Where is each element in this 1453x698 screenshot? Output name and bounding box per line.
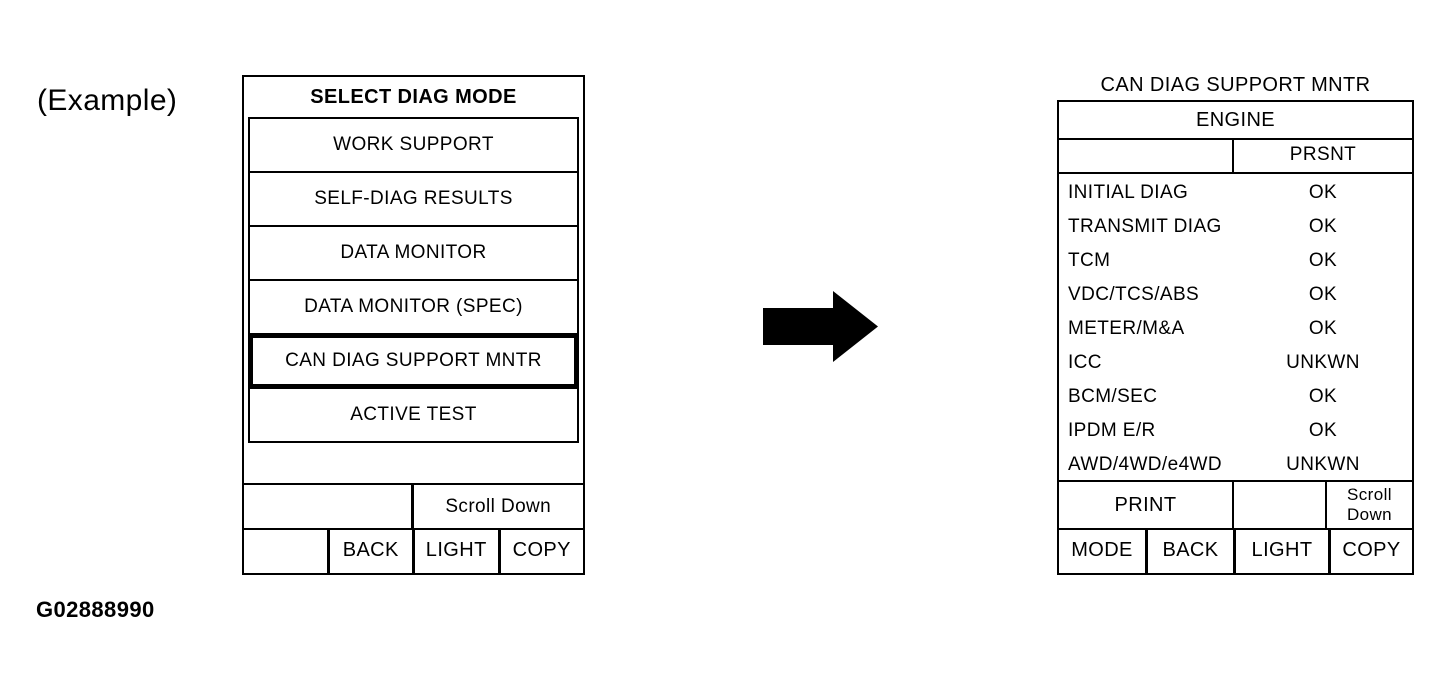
left-softkey-blank: [244, 530, 327, 573]
menu-item-work-support[interactable]: WORK SUPPORT: [248, 117, 579, 173]
menu-item-data-monitor-spec[interactable]: DATA MONITOR (SPEC): [248, 279, 579, 335]
monitor-row-meter-ma: METER/M&A OK: [1059, 312, 1412, 346]
monitor-item-status: UNKWN: [1286, 454, 1360, 475]
monitor-item-status: OK: [1308, 216, 1338, 237]
monitor-item-label: BCM/SEC: [1068, 386, 1158, 407]
left-scroll-row: Scroll Down: [244, 483, 583, 530]
right-screen-title: CAN DIAG SUPPORT MNTR: [1100, 74, 1371, 96]
monitor-item-status: OK: [1308, 284, 1338, 305]
menu-item-data-monitor[interactable]: DATA MONITOR: [248, 225, 579, 281]
menu-item-self-diag-results[interactable]: SELF-DIAG RESULTS: [248, 171, 579, 227]
monitor-row-tcm: TCM OK: [1059, 244, 1412, 278]
monitor-table: INITIAL DIAG OK TRANSMIT DIAG OK TCM OK …: [1059, 174, 1412, 482]
right-scroll-down-button[interactable]: Scroll Down: [1346, 485, 1393, 524]
example-label: (Example): [37, 84, 178, 117]
monitor-row-vdc-tcs-abs: VDC/TCS/ABS OK: [1059, 278, 1412, 312]
left-copy-button[interactable]: COPY: [497, 530, 584, 573]
print-button[interactable]: PRINT: [1059, 482, 1234, 530]
monitor-item-status: OK: [1308, 420, 1338, 441]
right-back-button[interactable]: BACK: [1145, 530, 1233, 573]
left-light-button[interactable]: LIGHT: [412, 530, 498, 573]
monitor-item-label: INITIAL DIAG: [1068, 182, 1189, 203]
monitor-item-status: OK: [1308, 386, 1338, 407]
diag-mode-menu: WORK SUPPORT SELF-DIAG RESULTS DATA MONI…: [248, 117, 579, 443]
monitor-row-transmit-diag: TRANSMIT DIAG OK: [1059, 210, 1412, 244]
right-print-blank-cell: [1234, 482, 1327, 530]
monitor-item-status: OK: [1308, 250, 1338, 271]
monitor-item-label: ICC: [1068, 352, 1102, 373]
monitor-item-status: UNKWN: [1286, 352, 1360, 373]
right-copy-button[interactable]: COPY: [1328, 530, 1412, 573]
column-header-row: PRSNT: [1059, 140, 1412, 174]
right-softkey-row: MODE BACK LIGHT COPY: [1059, 528, 1412, 573]
can-diag-support-mntr-screen: ENGINE PRSNT INITIAL DIAG OK TRANSMIT DI…: [1057, 100, 1414, 575]
left-scroll-down-button[interactable]: Scroll Down: [445, 496, 552, 517]
monitor-row-icc: ICC UNKWN: [1059, 346, 1412, 380]
system-header: ENGINE: [1059, 102, 1412, 140]
select-diag-mode-screen: SELECT DIAG MODE WORK SUPPORT SELF-DIAG …: [242, 75, 585, 575]
monitor-row-bcm-sec: BCM/SEC OK: [1059, 380, 1412, 414]
column-header-blank-cell: [1059, 140, 1234, 172]
monitor-item-label: TCM: [1068, 250, 1111, 271]
left-back-button[interactable]: BACK: [326, 530, 413, 573]
monitor-row-awd-4wd-e4wd: AWD/4WD/e4WD UNKWN: [1059, 448, 1412, 482]
left-softkey-row: BACK LIGHT COPY: [244, 528, 583, 573]
monitor-item-label: METER/M&A: [1068, 318, 1185, 339]
left-scroll-blank-cell: [244, 485, 414, 530]
monitor-item-label: IPDM E/R: [1068, 420, 1156, 441]
monitor-item-label: VDC/TCS/ABS: [1068, 284, 1200, 305]
column-header-prsnt: PRSNT: [1289, 144, 1357, 165]
menu-item-can-diag-support-mntr[interactable]: CAN DIAG SUPPORT MNTR: [248, 333, 579, 389]
right-print-row: PRINT Scroll Down: [1059, 480, 1412, 530]
right-light-button[interactable]: LIGHT: [1233, 530, 1328, 573]
monitor-item-status: OK: [1308, 182, 1338, 203]
monitor-row-ipdm-er: IPDM E/R OK: [1059, 414, 1412, 448]
right-mode-button[interactable]: MODE: [1071, 539, 1133, 561]
right-arrow-icon: [763, 291, 878, 362]
monitor-item-label: AWD/4WD/e4WD: [1068, 454, 1222, 475]
left-screen-title: SELECT DIAG MODE: [310, 86, 517, 108]
figure-id: G02888990: [36, 597, 155, 622]
monitor-item-label: TRANSMIT DIAG: [1068, 216, 1222, 237]
monitor-row-initial-diag: INITIAL DIAG OK: [1059, 176, 1412, 210]
monitor-item-status: OK: [1308, 318, 1338, 339]
menu-item-active-test[interactable]: ACTIVE TEST: [248, 387, 579, 443]
